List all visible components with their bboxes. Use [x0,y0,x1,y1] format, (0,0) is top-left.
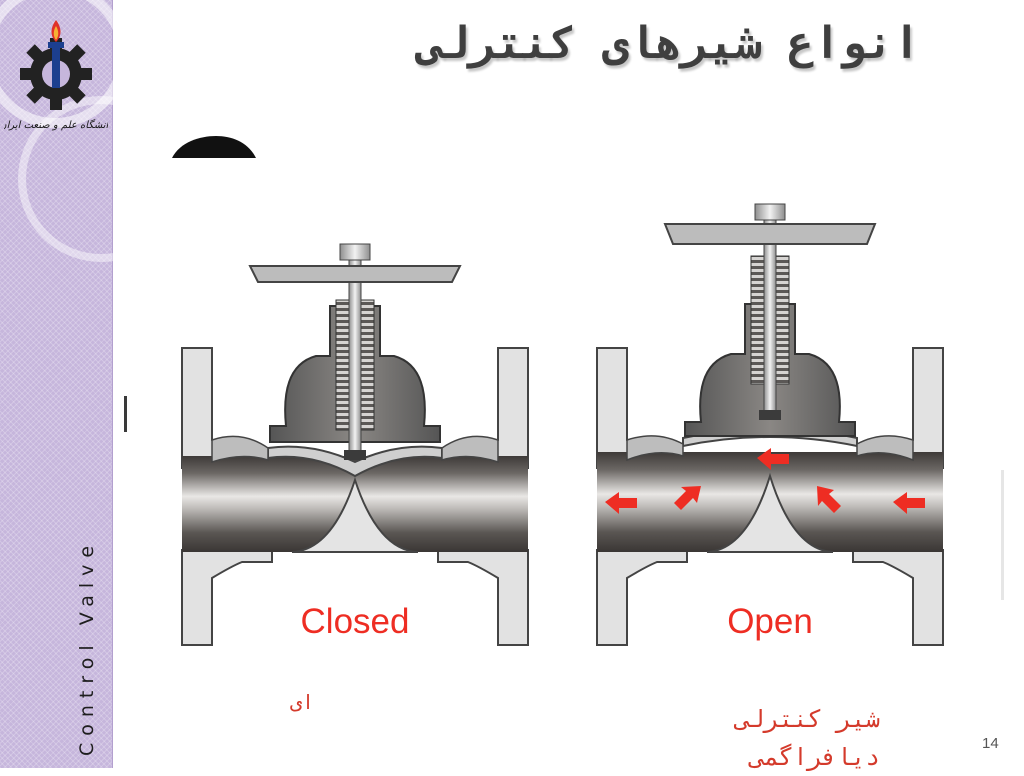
slide-title: انواع شیرهای کنترلی [416,18,920,69]
side-label: Control Valve [76,538,98,756]
valve-state-label: Open [727,602,813,641]
slide-number: 14 [982,735,999,752]
closed-valve [181,243,529,646]
decorative-ring [18,96,184,262]
image-fragment [172,136,256,158]
flow-arrow [674,486,701,510]
flow-arrow [817,486,841,513]
flow-arrow [757,448,789,470]
sidebar: دانشگاه علم و صنعت ایران Control Valve [0,0,184,768]
divider-mark [1001,470,1004,600]
university-logo: دانشگاه علم و صنعت ایران [4,20,108,131]
flow-arrows [605,448,925,514]
caption-fragment: ای [290,690,315,714]
flow-arrow [605,492,637,514]
valve-state-label: Closed [301,602,410,641]
open-valve [596,203,944,646]
divider-mark [124,396,127,432]
figure-caption: شیر کنترلی دیافراگمی [735,705,880,771]
logo-lettering: دانشگاه علم و صنعت ایران [4,119,108,131]
flow-arrow [893,492,925,514]
diaphragm-valve-illustration: Closed Open [181,203,944,646]
